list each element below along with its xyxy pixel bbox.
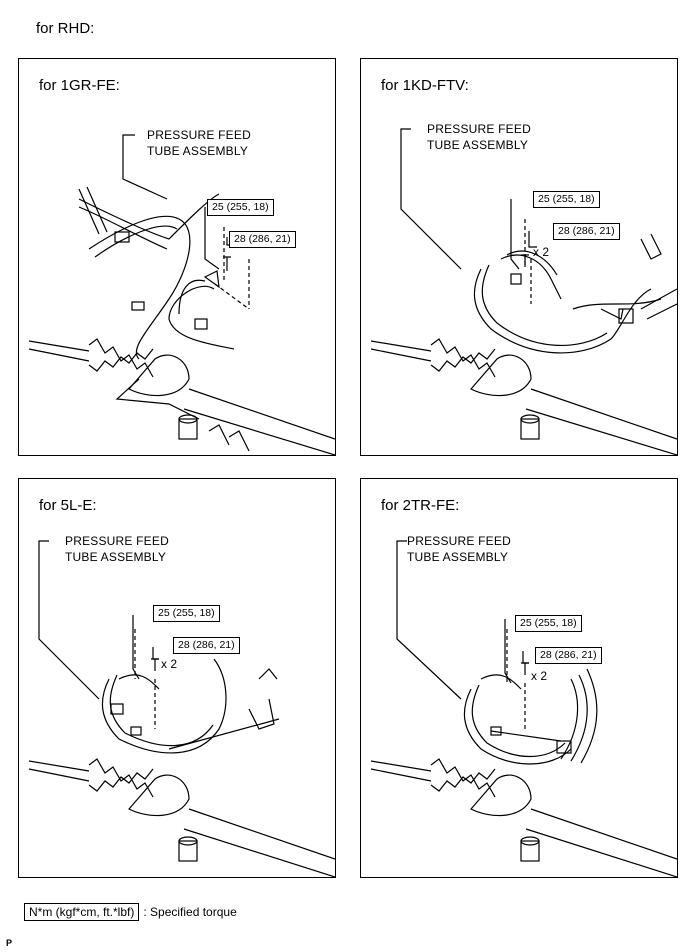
panel-title: for 1KD-FTV: [381, 77, 469, 94]
callout-pressure-feed-tube: PRESSURE FEED TUBE ASSEMBLY [65, 534, 169, 564]
panel-1kd-ftv: for 1KD-FTV: PRESSURE FEED TUBE ASSEMBLY… [360, 58, 678, 456]
quantity-multiplier: x 2 [531, 669, 548, 683]
torque-label-28: 28 (286, 21) [229, 231, 296, 248]
legend-description: : Specified torque [143, 905, 237, 919]
steering-gear-illustration [28, 134, 335, 455]
panel-5l-e: for 5L-E: PRESSURE FEED TUBE ASSEMBLY 25… [18, 478, 336, 878]
torque-label-28: 28 (286, 21) [553, 223, 620, 240]
torque-label-25: 25 (255, 18) [207, 199, 274, 216]
panel-title: for 5L-E: [39, 497, 97, 514]
page-mark: P [6, 938, 13, 948]
quantity-multiplier: x 2 [533, 245, 550, 259]
quantity-multiplier: x 2 [161, 657, 178, 671]
panel-title: for 2TR-FE: [381, 497, 460, 514]
torque-label-25: 25 (255, 18) [515, 615, 582, 632]
page-heading: for RHD: [36, 20, 95, 37]
panel-2tr-fe: for 2TR-FE: PRESSURE FEED TUBE ASSEMBLY … [360, 478, 678, 878]
torque-label-25: 25 (255, 18) [153, 605, 220, 622]
torque-label-28: 28 (286, 21) [173, 637, 240, 654]
steering-gear-illustration [370, 540, 677, 877]
torque-label-28: 28 (286, 21) [535, 647, 602, 664]
steering-gear-illustration [28, 540, 335, 877]
steering-gear-illustration [370, 128, 677, 455]
callout-pressure-feed-tube: PRESSURE FEED TUBE ASSEMBLY [147, 128, 251, 158]
torque-label-25: 25 (255, 18) [533, 191, 600, 208]
torque-legend: N*m (kgf*cm, ft.*lbf) : Specified torque [24, 903, 237, 921]
callout-pressure-feed-tube: PRESSURE FEED TUBE ASSEMBLY [427, 122, 531, 152]
panel-1gr-fe: for 1GR-FE: PRESSURE FEED TUBE ASSEMBLY … [18, 58, 336, 456]
panel-title: for 1GR-FE: [39, 77, 120, 94]
legend-unit-box: N*m (kgf*cm, ft.*lbf) [24, 903, 140, 921]
callout-pressure-feed-tube: PRESSURE FEED TUBE ASSEMBLY [407, 534, 511, 564]
